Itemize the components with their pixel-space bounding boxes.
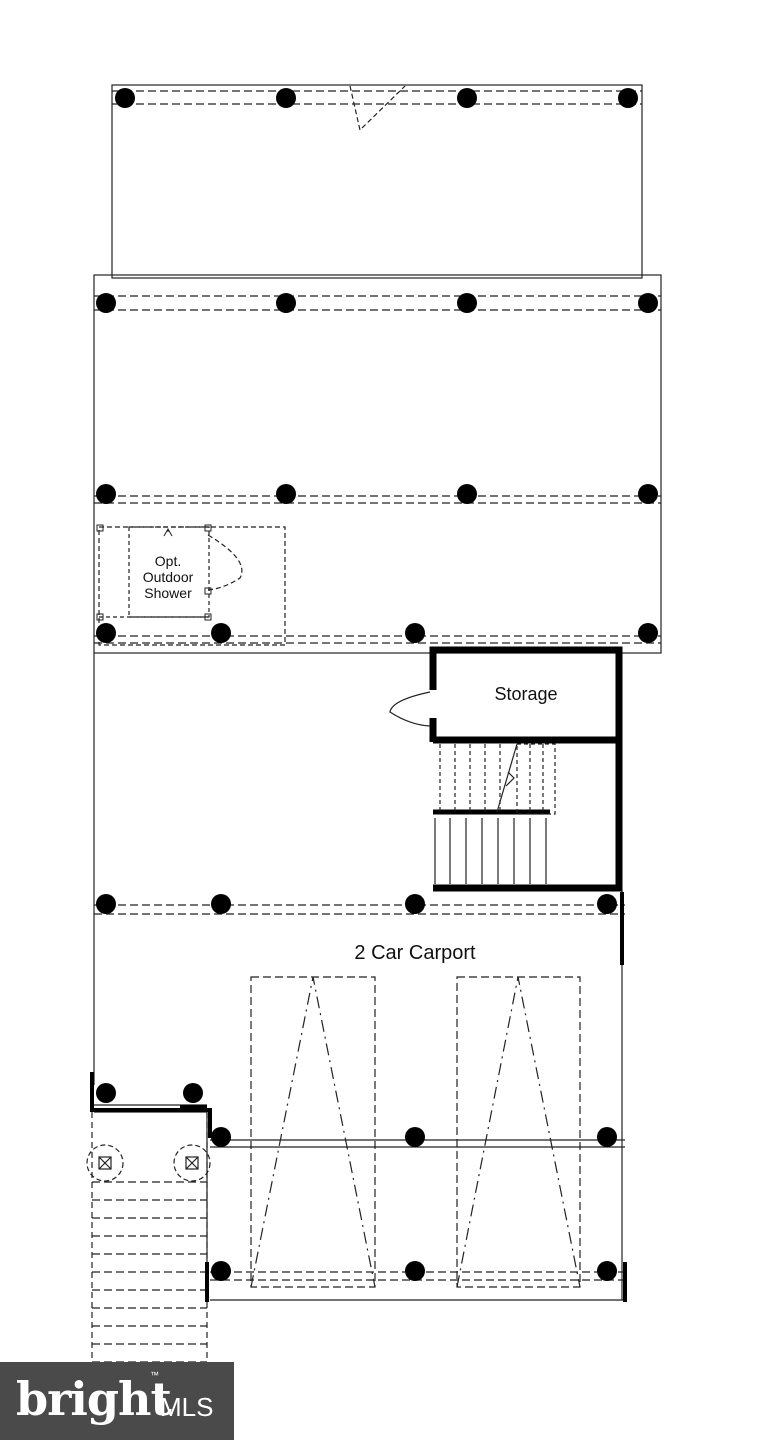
parking-space-left [250,976,376,1288]
watermark-tm: ™ [150,1370,159,1380]
storage-stair-walls [429,646,623,892]
post-footing-right [173,1144,211,1182]
storage-label: Storage [494,684,557,704]
interior-stair [434,743,556,884]
shower-label-line2: Outdoor [143,569,194,585]
carport-label: 2 Car Carport [354,942,476,964]
watermark-mls: MLS [160,1392,214,1422]
post-footing-left [86,1144,124,1182]
entry-stair-treads [92,1181,207,1363]
shower-label-line1: Opt. [155,553,181,569]
porch-outline [93,274,662,654]
support-columns [96,88,658,1281]
shower-label-line3: Shower [144,585,192,601]
top-deck-outline [111,84,643,279]
bright-mls-watermark: bright ™ MLS [0,1362,234,1440]
watermark-brand: bright [16,1372,172,1426]
top-deck-door [349,85,406,132]
outdoor-shower-area [98,526,286,646]
storage-door [389,691,431,727]
parking-space-right [456,976,581,1288]
